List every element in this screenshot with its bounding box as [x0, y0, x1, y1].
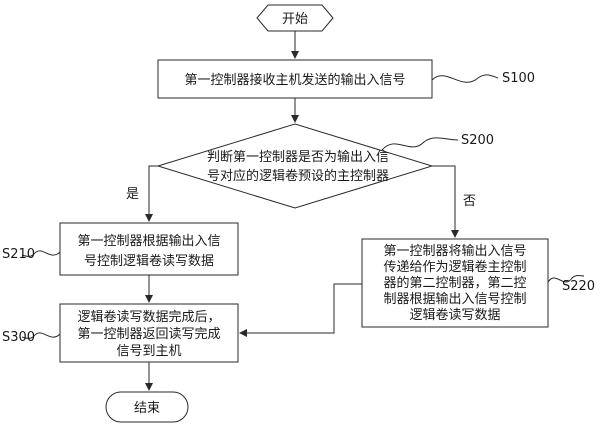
s220-leader-line: [547, 275, 585, 283]
process-s300: 逻辑卷读写数据完成后， 第一控制器返回读写完成 信号到主机: [59, 303, 239, 363]
decision-s200: 判断第一控制器是否为输出入信 号对应的逻辑卷预设的主控制器: [156, 123, 434, 209]
s100-step-label: S100: [502, 71, 535, 86]
end-node: 结束: [105, 391, 189, 423]
connector-s220-s300: [239, 283, 362, 337]
s100-line-1: 第一控制器接收主机发送的输出入信号: [184, 72, 405, 88]
s220-line-2: 传递给作为逻辑卷主控制: [383, 259, 526, 275]
s220-line-1: 第一控制器将输出入信号: [383, 243, 526, 259]
s220-line-3: 器的第二控制器，第二控: [383, 275, 526, 291]
connector-s200-s220: [432, 165, 459, 238]
connector-s200-s210: [145, 165, 158, 222]
s200-line-1: 判断第一控制器是否为输出入信: [207, 149, 389, 165]
s210-line-2: 号控制逻辑卷读写数据: [84, 253, 214, 269]
s300-line-2: 第一控制器返回读写完成: [77, 327, 220, 342]
s220-line-5: 逻辑卷读写数据: [409, 307, 500, 323]
s100-leader-line: [431, 74, 499, 83]
s300-line-1: 逻辑卷读写数据完成后，: [77, 309, 220, 325]
s210-leader-line: [21, 250, 61, 257]
s300-line-3: 信号到主机: [116, 344, 181, 359]
s200-leader-line: [381, 137, 459, 151]
process-s210: 第一控制器根据输出入信 号控制逻辑卷读写数据: [59, 222, 239, 276]
s220-step-label: S220: [562, 279, 595, 294]
s210-step-label: S210: [2, 247, 35, 262]
s300-leader-line: [21, 332, 61, 339]
process-s100: 第一控制器接收主机发送的输出入信号: [157, 59, 433, 99]
s210-line-1: 第一控制器根据输出入信: [77, 233, 220, 249]
process-s220: 第一控制器将输出入信号 传递给作为逻辑卷主控制 器的第二控制器，第二控 制器根据…: [361, 238, 549, 328]
end-label: 结束: [134, 401, 160, 416]
start-node: 开始: [256, 4, 334, 32]
s200-line-2: 号对应的逻辑卷预设的主控制器: [207, 168, 389, 184]
yes-label: 是: [126, 187, 139, 202]
start-label: 开始: [282, 12, 308, 27]
s220-line-4: 制器根据输出入信号控制: [383, 291, 526, 307]
s200-step-label: S200: [461, 133, 494, 148]
no-label: 否: [463, 194, 476, 209]
s300-step-label: S300: [2, 330, 35, 345]
